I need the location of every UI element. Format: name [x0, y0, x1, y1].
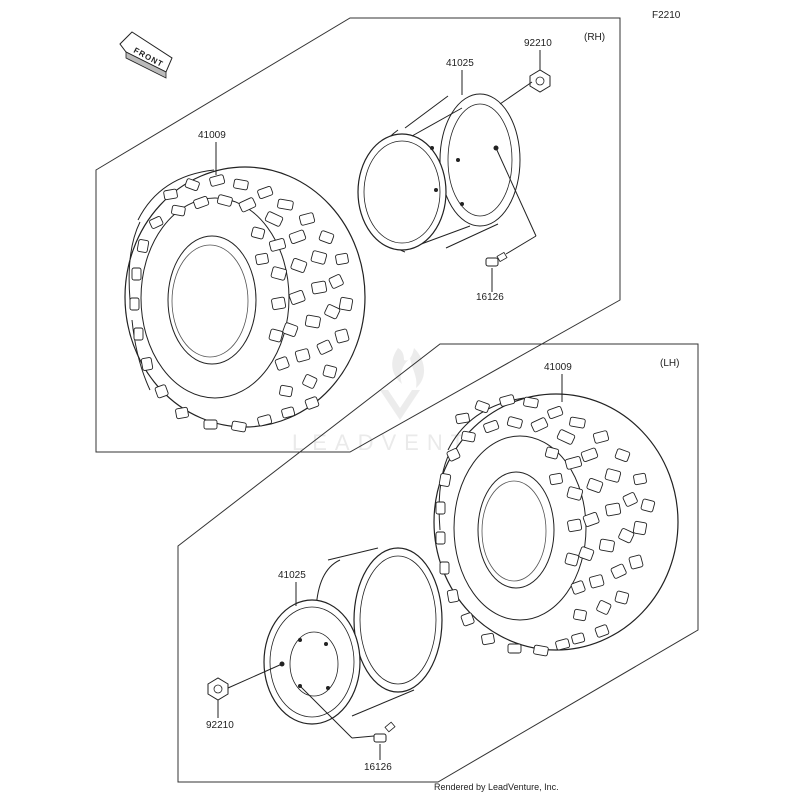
lh-nut: [207, 677, 229, 701]
rh-side-label: (RH): [584, 32, 605, 43]
lh-leader-lines: [217, 374, 563, 760]
rh-valve-part-number: 16126: [476, 292, 504, 303]
rh-valve-stem: [485, 251, 508, 267]
lh-valve-part-number: 16126: [364, 762, 392, 773]
lh-tire-part-number: 41009: [544, 362, 572, 373]
rh-leader-lines: [215, 50, 541, 292]
lh-nut-part-number: 92210: [206, 720, 234, 731]
rh-tire: [124, 166, 366, 433]
rh-nut: [529, 69, 551, 93]
rh-tire-tread: [129, 174, 354, 433]
lh-tire: [433, 393, 679, 657]
lh-wheel-rim: [263, 547, 443, 725]
lh-valve-stem: [373, 721, 396, 743]
rh-nut-part-number: 92210: [524, 38, 552, 49]
render-credit: Rendered by LeadVenture, Inc.: [434, 782, 559, 792]
rh-wheel-part-number: 41025: [446, 58, 474, 69]
front-direction-arrow: FRONT: [119, 31, 173, 79]
lh-group-frame: [177, 343, 699, 783]
lh-assembly-group: (LH): [177, 343, 699, 783]
rh-group-frame: [95, 17, 621, 453]
rh-wheel-rim: [357, 93, 521, 253]
rh-tire-part-number: 41009: [198, 130, 226, 141]
lh-side-label: (LH): [660, 358, 679, 369]
rh-assembly-group: (RH): [95, 17, 621, 453]
figure-code: F2210: [652, 10, 681, 21]
lh-tire-tread: [435, 394, 656, 657]
lh-wheel-part-number: 41025: [278, 570, 306, 581]
